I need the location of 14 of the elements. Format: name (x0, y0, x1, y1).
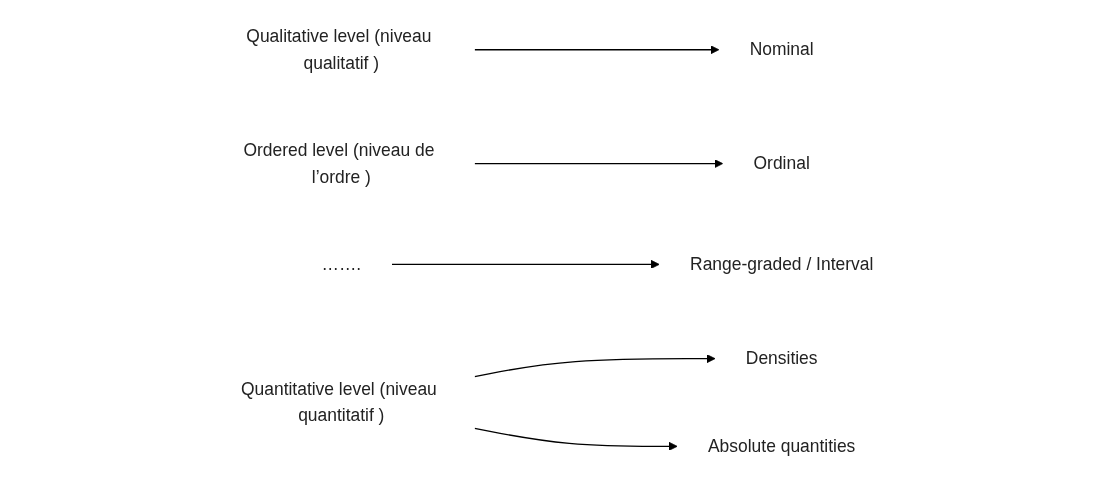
node-text: Nominal (749, 39, 814, 60)
node-text: Ordered level (niveau de l’ordre ) (243, 140, 435, 187)
node-text: Quantitative level (niveau quantitatif ) (240, 379, 437, 426)
arrow (474, 159, 724, 169)
node-text: ……. (321, 254, 362, 274)
node-text: Densities (745, 348, 818, 369)
node-text: Ordinal (753, 153, 810, 174)
arrow (391, 259, 660, 269)
node-text: Qualitative level (niveau qualitatif ) (246, 26, 432, 73)
arrow (474, 45, 720, 55)
node-text: Absolute quantities (707, 436, 856, 456)
node-text: Range-graded / Interval (690, 254, 874, 274)
arrow (474, 427, 678, 451)
arrow (474, 354, 716, 378)
